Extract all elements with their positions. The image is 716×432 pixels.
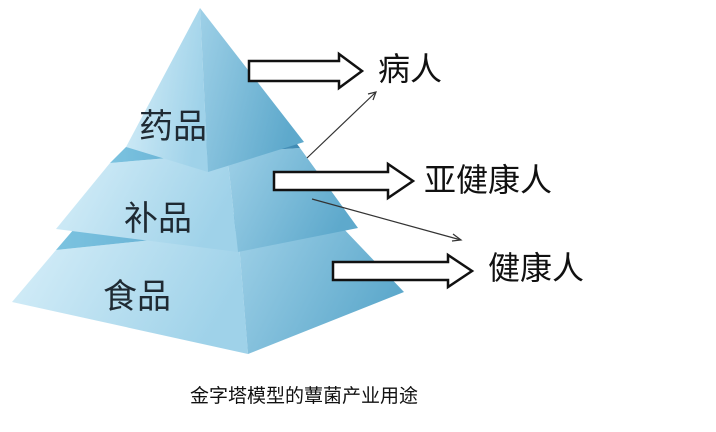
tier-bottom-front-face	[12, 231, 248, 354]
tier-label-bottom: 食品	[103, 277, 171, 317]
tier-middle-front-face	[56, 153, 238, 252]
thin-arrow-downward	[311, 198, 463, 242]
tier-bottom-side-face	[238, 225, 404, 354]
target-label-subhealthy: 亚健康人	[424, 161, 552, 199]
block-arrow-bottom	[331, 252, 475, 290]
tier-top-front-face	[126, 8, 208, 172]
tier-top-side-face	[200, 8, 304, 172]
block-arrow-top	[247, 51, 365, 91]
target-label-patient: 病人	[378, 50, 442, 88]
diagram-caption: 金字塔模型的蕈菌产业用途	[190, 385, 418, 407]
thin-arrow-upward	[306, 91, 377, 159]
target-label-healthy: 健康人	[488, 249, 584, 287]
pyramid-tier-top	[126, 8, 304, 172]
pyramid-tier-bottom	[12, 225, 404, 354]
tier-middle-side-face	[227, 148, 358, 252]
block-arrow-middle	[272, 161, 416, 201]
tier-label-middle: 补品	[124, 199, 192, 239]
pyramid-tier-middle	[56, 148, 358, 252]
tier-label-top: 药品	[139, 107, 207, 147]
